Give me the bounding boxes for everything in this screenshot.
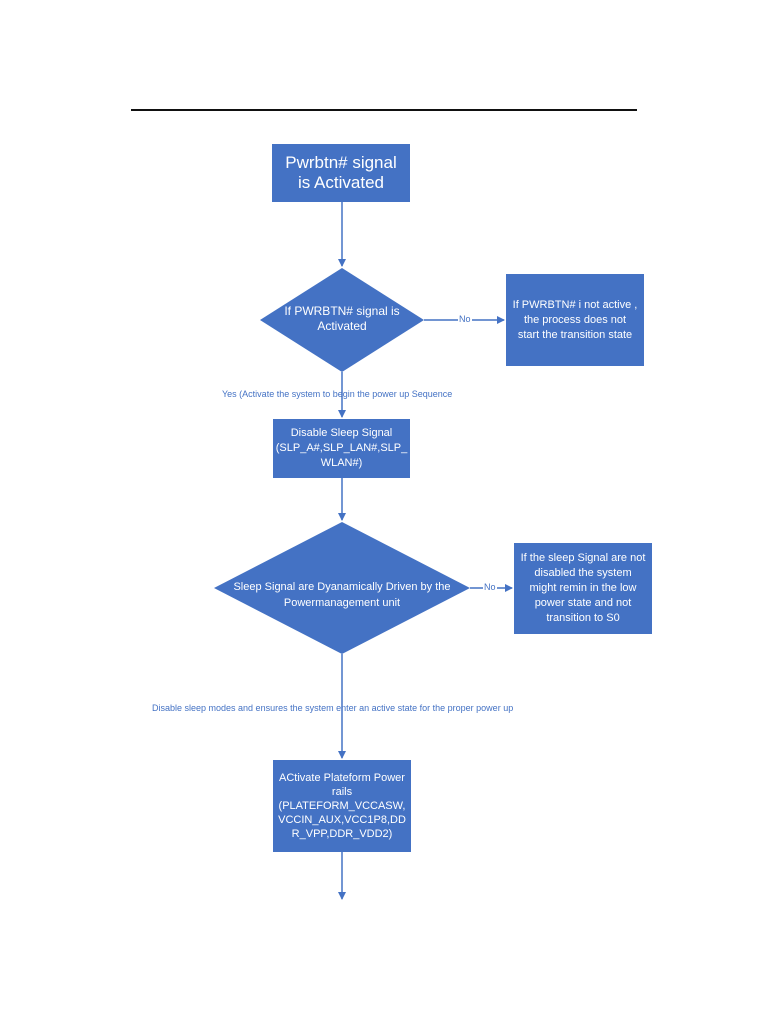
no-label-1: No (458, 314, 472, 324)
disable-sleep-box: Disable Sleep Signal (SLP_A#,SLP_LAN#,SL… (273, 419, 410, 478)
decision-diamond-1 (260, 268, 424, 372)
sleep-not-disabled-box: If the sleep Signal are not disabled the… (514, 543, 652, 634)
start-process-text: Pwrbtn# signal is Activated (285, 153, 397, 192)
activate-power-rails-text: ACtivate Plateform Power rails (PLATEFOR… (278, 772, 406, 840)
no-label-2: No (483, 582, 497, 592)
decision-diamond-2 (214, 522, 470, 654)
decision2-text: Sleep Signal are Dyanamically Driven by … (233, 581, 451, 609)
disable-sleep-text: Disable Sleep Signal (SLP_A#,SLP_LAN#,SL… (275, 427, 408, 469)
not-active-text: If PWRBTN# i not active , the process do… (512, 298, 638, 341)
not-active-box: If PWRBTN# i not active , the process do… (506, 274, 644, 366)
sleep-not-disabled-text: If the sleep Signal are not disabled the… (520, 552, 646, 624)
yes-label-1: Yes (Activate the system to begin the po… (222, 389, 453, 399)
header-rule (131, 109, 637, 111)
yes-label-2: Disable sleep modes and ensures the syst… (152, 703, 514, 713)
start-process-box: Pwrbtn# signal is Activated (272, 144, 410, 202)
activate-power-rails-box: ACtivate Plateform Power rails (PLATEFOR… (273, 760, 411, 852)
decision1-text: If PWRBTN# signal is Activated (284, 304, 400, 333)
